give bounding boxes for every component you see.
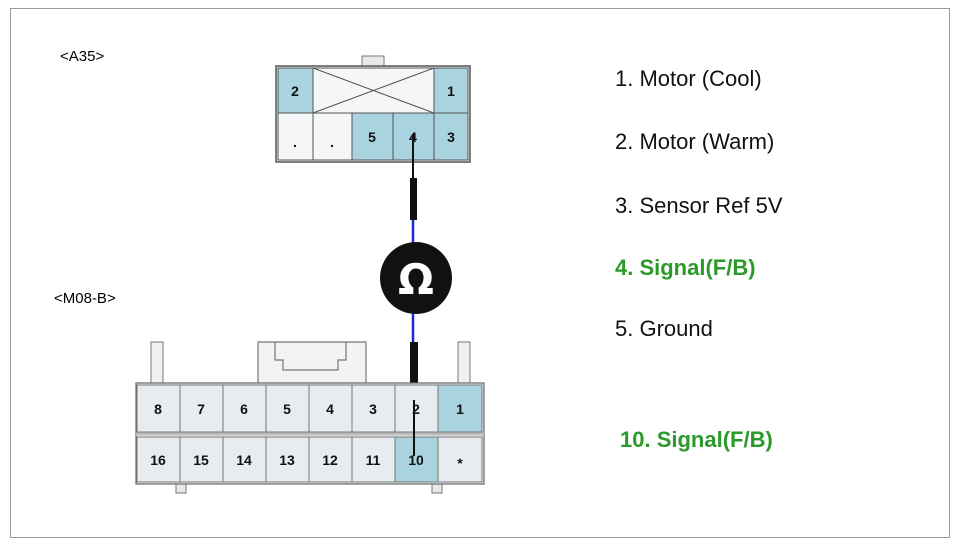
m08b-pin-7	[179, 384, 224, 433]
m08b-pin-label-11: 11	[366, 452, 381, 468]
a35-pin-5	[351, 112, 394, 161]
legend-item-3: 3. Sensor Ref 5V	[615, 193, 783, 218]
a35-pin-dot-a	[277, 112, 314, 161]
a35-pin-1	[433, 67, 469, 114]
a35-pin-label-2: 2	[291, 83, 299, 99]
m08b-pin-3	[351, 384, 396, 433]
connector-a35: 2 1 . . 5 4 3	[275, 55, 471, 163]
m08b-pin-label-1: 1	[456, 401, 464, 417]
m08b-pin-label-12: 12	[322, 452, 338, 468]
legend-item-4: 4. Signal(F/B)	[615, 255, 756, 280]
m08b-pin-6	[222, 384, 267, 433]
ohm-meter: Ω	[380, 242, 452, 314]
m08b-pin-label-16: 16	[150, 452, 166, 468]
connector-m08b: 8 7 6 5 4 3 2 1 16 15 14 13 12 11 10 *	[135, 341, 485, 494]
m08b-pin-16	[136, 436, 181, 483]
a35-pin-3	[433, 112, 469, 161]
a35-pin-dot-b	[312, 112, 353, 161]
m08b-pin-label-7: 7	[197, 401, 205, 417]
m08b-pin-label-4: 4	[326, 401, 334, 417]
m08b-pin-4	[308, 384, 353, 433]
a35-pin-label-5: 5	[368, 129, 376, 145]
m08b-pin-label-8: 8	[154, 401, 162, 417]
a35-pin-label-dot-b: .	[330, 134, 334, 150]
a35-pin-label-3: 3	[447, 129, 455, 145]
m08b-pin-label-14: 14	[236, 452, 252, 468]
connector-m08b-label: <M08-B>	[54, 290, 116, 307]
m08b-pin-label-15: 15	[193, 452, 209, 468]
m08b-pin-star	[437, 436, 483, 483]
m08b-pin-label-3: 3	[369, 401, 377, 417]
m08b-pin-label-star: *	[457, 455, 463, 471]
m08b-pin-2	[394, 384, 439, 433]
ohm-symbol: Ω	[398, 255, 434, 304]
m08b-pin-label-13: 13	[279, 452, 295, 468]
m08b-pin-label-2: 2	[412, 401, 420, 417]
connector-a35-label: <A35>	[60, 48, 105, 65]
m08b-pin-11	[351, 436, 396, 483]
a35-pin-label-dot-a: .	[293, 134, 297, 150]
a35-pin-label-1: 1	[447, 83, 455, 99]
m08b-pin-5	[265, 384, 310, 433]
m08b-pin-14	[222, 436, 267, 483]
legend-item-10: 10. Signal(F/B)	[620, 427, 773, 452]
m08b-pin-label-6: 6	[240, 401, 248, 417]
legend-item-1: 1. Motor (Cool)	[615, 66, 762, 91]
m08b-pin-10	[394, 436, 439, 483]
m08b-pin-label-10: 10	[408, 452, 424, 468]
legend-item-2: 2. Motor (Warm)	[615, 129, 775, 154]
m08b-pin-label-5: 5	[283, 401, 291, 417]
legend-item-5: 5. Ground	[615, 316, 713, 341]
m08b-pin-12	[308, 436, 353, 483]
m08b-pin-1	[437, 384, 483, 433]
